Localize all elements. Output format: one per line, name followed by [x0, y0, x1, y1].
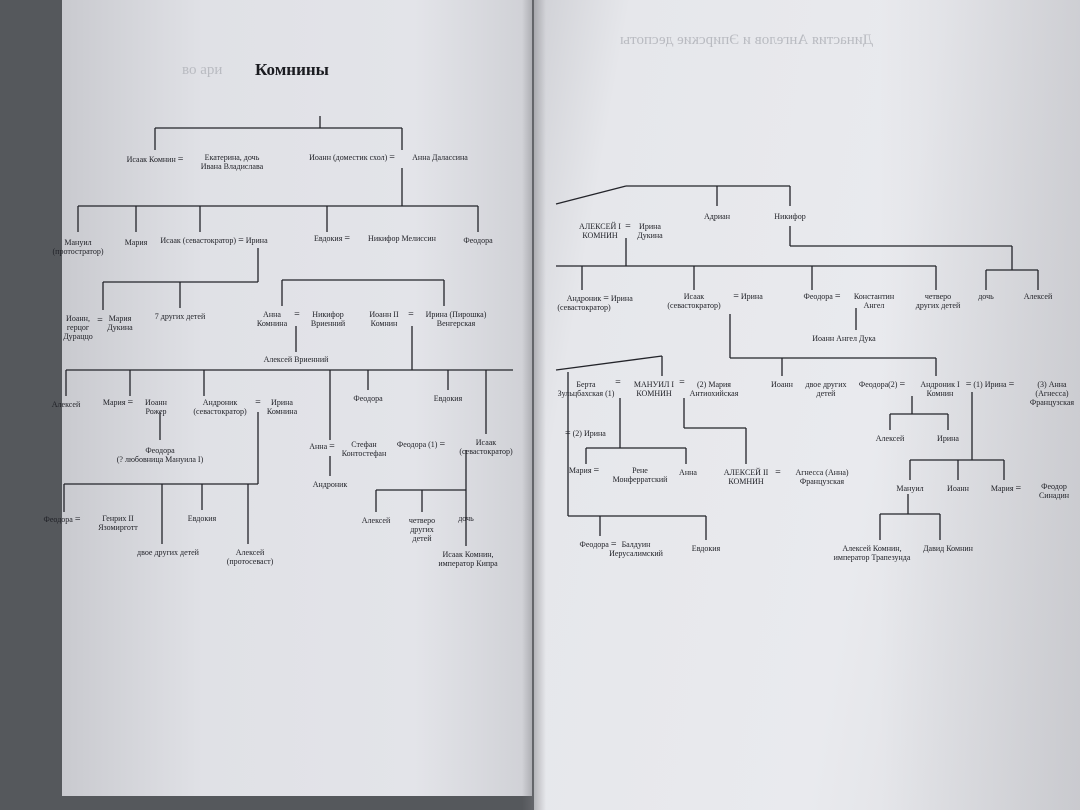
person-irina-r2: = Ирина: [733, 291, 763, 302]
marriage-sign: =: [97, 315, 103, 326]
person-feodora-r: Феодора =: [803, 291, 841, 302]
person-aleksei-vrienny: Алексей Вриенний: [263, 355, 329, 364]
person-maria-r2: Мария =: [990, 483, 1022, 494]
person-feodora-lover: Феодора(? любовница Мануила I): [116, 446, 204, 464]
person-david-komnin: Давид Комнин: [923, 544, 973, 553]
marriage-sign: =: [255, 397, 261, 408]
person-irina-r1: = Ирина: [603, 293, 633, 304]
person-isaak-komnin: Исаак Комнин =: [126, 154, 184, 165]
person-feodora-1: Феодора (1) =: [396, 439, 446, 450]
book-gutter: [522, 0, 546, 810]
tree-line: [555, 185, 627, 205]
person-evdokia-r: Евдокия: [691, 544, 721, 553]
person-maria-r: Мария =: [568, 465, 600, 476]
person-anna-dalassina: Анна Далассина: [412, 153, 468, 162]
person-anna-agnessa: (3) Анна(Агнесса)Французская: [1029, 380, 1075, 407]
person-nikifor-melissin: Никифор Мелиссин: [368, 234, 436, 243]
person-maria: Мария: [124, 238, 148, 247]
person-evdokia-2: Евдокия: [433, 394, 463, 403]
person-doch: дочь: [458, 514, 474, 523]
person-ioann-angel-duka: Иоанн Ангел Дука: [812, 334, 876, 343]
person-aleksei: Алексей: [51, 400, 81, 409]
person-isaak-kipr: Исаак Комнин,император Кипра: [438, 550, 498, 568]
person-andronik-r: Андроник(севастократор): [557, 294, 611, 312]
person-isaak-r: Исаак(севастократор): [667, 292, 721, 310]
tree-line: [555, 355, 663, 371]
person-agnessa: Агнесса (Анна)Французская: [795, 468, 849, 486]
person-aleksei-2: Алексей: [361, 516, 391, 525]
bleed-through-text: во ари: [182, 62, 223, 78]
person-evdokia-3: Евдокия: [187, 514, 217, 523]
marriage-sign: =: [679, 377, 685, 388]
person-aleksei-protosevast: Алексей(протосеваст): [226, 548, 274, 566]
page-title: Комнины: [255, 60, 329, 79]
person-nikifor: Никифор: [774, 212, 806, 221]
person-anna-2: Анна =: [309, 441, 335, 452]
person-maria-2: Мария =: [102, 397, 134, 408]
page-shadow: [880, 0, 1080, 810]
person-ioann-domestic: Иоанн (доместик схол) =: [309, 152, 395, 163]
right-page: [534, 0, 1080, 810]
person-irina-piroshka: Ирина (Пирошка)Венгерская: [425, 310, 487, 328]
person-two-children: двое других детей: [137, 548, 199, 557]
person-seven-children: 7 других детей: [154, 312, 206, 321]
person-feodora-r2: Феодора =: [579, 539, 617, 550]
person-isaak-sebastokrator-2: Исаак(севастократор): [459, 438, 513, 456]
marriage-sign: =: [615, 377, 621, 388]
person-feodora-2: Феодора: [353, 394, 383, 403]
person-isaak-sebastokrator: Исаак (севастократор) = Ирина: [160, 235, 268, 246]
person-evdokia: Евдокия =: [313, 233, 351, 244]
person-irina-2: = (2) Ирина: [565, 428, 606, 439]
marriage-sign: =: [775, 467, 781, 478]
person-andronik-2: Андроник: [312, 480, 348, 489]
person-manuil: Мануил(протостратор): [52, 238, 104, 256]
person-irina-r3: Ирина: [937, 434, 959, 443]
person-anna-r: Анна: [679, 468, 697, 477]
person-aleksei-r2: Алексей: [875, 434, 905, 443]
person-ioann-r2: Иоанн: [947, 484, 969, 493]
person-feodora-3: Феодора =: [43, 514, 81, 525]
person-manuil-r: Мануил: [896, 484, 924, 493]
marriage-sign: =: [408, 309, 414, 320]
person-aleksei-r: Алексей: [1023, 292, 1053, 301]
person-andronik-sebastokrator: Андроник(севастократор): [193, 398, 247, 416]
marriage-sign: =: [294, 309, 300, 320]
person-adrian: Адриан: [704, 212, 730, 221]
marriage-sign: =: [625, 221, 631, 232]
person-feodora-2r: Феодора(2) =: [858, 379, 906, 390]
person-ioann-r: Иоанн: [771, 380, 793, 389]
person-irina-1: = (1) Ирина =: [965, 379, 1015, 390]
person-doch-r: дочь: [978, 292, 994, 301]
left-page: [62, 0, 532, 796]
person-aleksei-trapezund: Алексей Комнин,император Трапезунда: [833, 544, 911, 562]
person-feodora: Феодора: [463, 236, 493, 245]
